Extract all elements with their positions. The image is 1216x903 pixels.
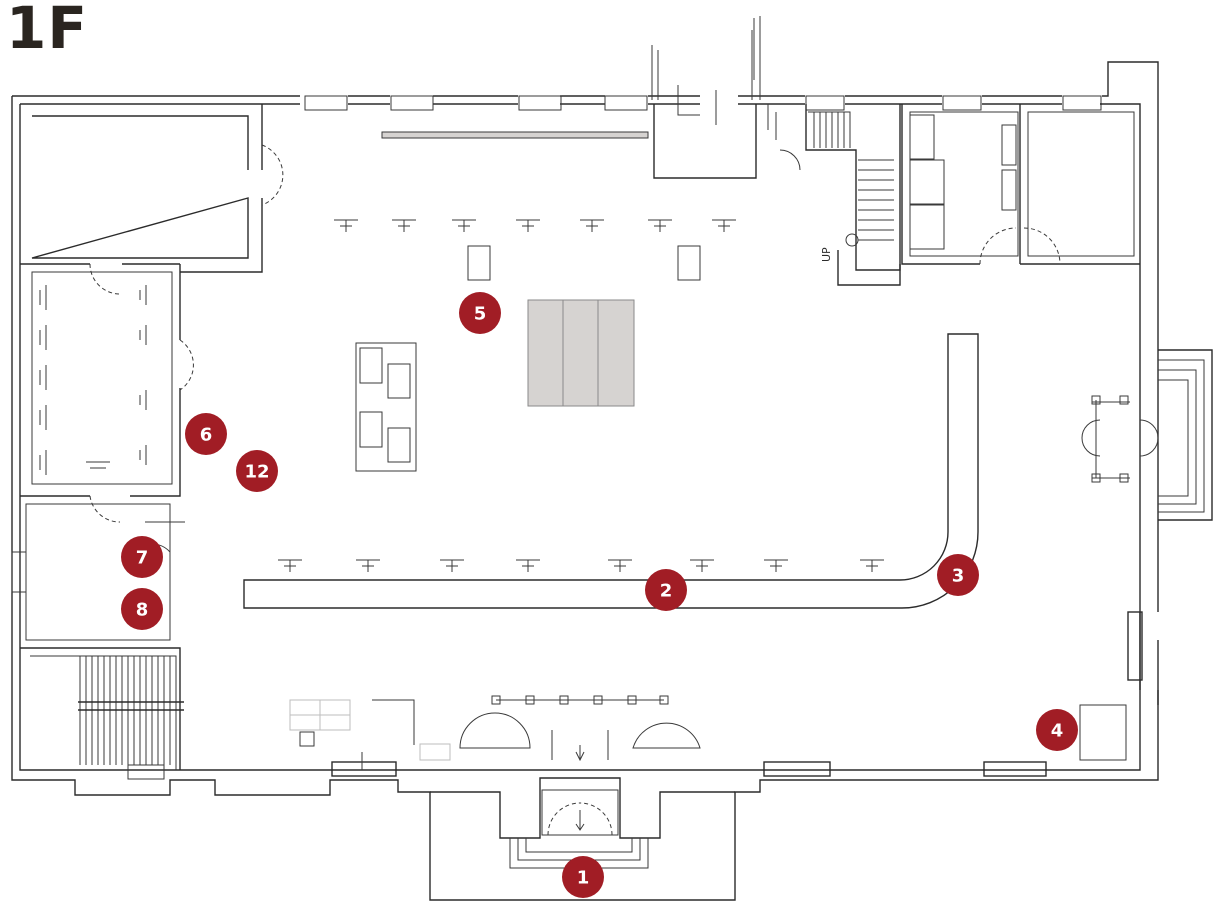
location-marker-icon [1036,709,1078,751]
location-marker-label: 1 [577,868,590,889]
location-marker-5[interactable]: 5 [459,292,501,334]
right-side-exit [1079,349,1213,761]
main-entrance [430,695,735,869]
left-bottom-rooms [20,503,185,770]
location-marker-icon [645,569,687,611]
location-marker-label: 8 [136,600,149,621]
location-marker-icon [459,292,501,334]
location-marker-label: 7 [136,548,149,569]
location-marker-icon [937,554,979,596]
location-marker-4[interactable]: 4 [1036,709,1078,751]
outer-walls [11,61,1159,901]
location-marker-6[interactable]: 6 [185,413,227,455]
location-marker-label: 2 [660,581,673,602]
workstations [243,219,979,770]
stair-up-label: UP [820,247,833,262]
location-marker-icon [121,536,163,578]
location-marker-label: 12 [244,462,269,483]
top-centre-structures [381,16,901,286]
location-marker-7[interactable]: 7 [121,536,163,578]
top-right-rooms [901,104,1140,265]
location-marker-12[interactable]: 12 [236,450,278,492]
location-marker-icon [121,588,163,630]
location-marker-icon [562,856,604,898]
meeting-room-desks [39,285,147,475]
location-marker-label: 5 [474,304,487,325]
location-marker-2[interactable]: 2 [645,569,687,611]
floor-title: 1F [6,0,88,62]
location-marker-icon [236,450,278,492]
location-marker-icon [185,413,227,455]
location-marker-3[interactable]: 3 [937,554,979,596]
location-marker-label: 4 [1051,721,1064,742]
location-marker-label: 3 [952,566,965,587]
location-marker-8[interactable]: 8 [121,588,163,630]
top-left-room [20,104,284,523]
location-marker-label: 6 [200,425,213,446]
location-marker-1[interactable]: 1 [562,856,604,898]
